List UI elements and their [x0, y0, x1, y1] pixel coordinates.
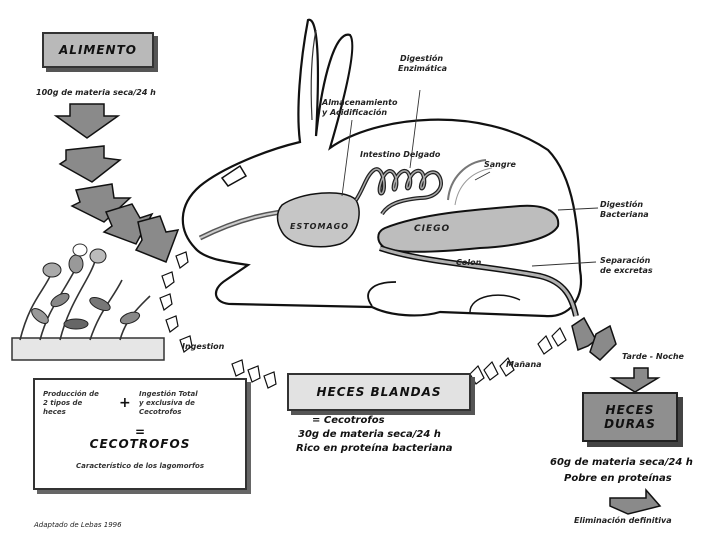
small-arrow-4 — [166, 316, 178, 332]
intestine-label: Intestino Delgado — [360, 150, 440, 160]
storage-label-2: y Acidificación — [322, 108, 387, 118]
heces-blandas-line2: 30g de materia seca/24 h — [298, 428, 441, 441]
small-arrow-13 — [552, 328, 566, 346]
arrow-down-5 — [136, 216, 178, 262]
separation-label-2: de excretas — [600, 266, 653, 276]
arrow-down-duras — [612, 368, 658, 392]
right-line-2: y exclusiva de — [139, 399, 239, 408]
small-arrow-7 — [248, 366, 260, 382]
cecotrofos-title: CECOTROFOS — [35, 440, 245, 449]
small-arrow-2 — [162, 272, 174, 288]
stomach-label: ESTOMAGO — [290, 222, 349, 232]
cecotrofos-right-text: Ingestión Total y exclusiva de Cecotrofo… — [139, 390, 239, 417]
separation-label-1: Separación — [600, 256, 650, 266]
heces-duras-title1: HECES — [606, 403, 655, 417]
enzymatic-label-1: Digestión — [400, 54, 443, 64]
alimento-box: ALIMENTO — [42, 32, 154, 68]
heces-duras-title2: DURAS — [604, 417, 656, 431]
elimination-label: Eliminación definitiva — [574, 516, 672, 526]
small-arrow-3 — [160, 294, 172, 310]
right-line-1: Ingestión Total — [139, 390, 239, 399]
arrow-down-2 — [60, 146, 120, 182]
cecum-label: CIEGO — [414, 224, 450, 234]
small-arrow-1 — [176, 252, 188, 268]
credit-label: Adaptado de Lebas 1996 — [34, 520, 122, 530]
bacterial-label-2: Bacteriana — [600, 210, 649, 220]
alimento-intake: 100g de materia seca/24 h — [36, 88, 156, 98]
plus-sign: + — [119, 396, 131, 410]
small-arrow-9 — [470, 366, 484, 384]
heces-duras-line1: 60g de materia seca/24 h — [550, 456, 693, 469]
food-plants — [12, 244, 164, 360]
stomach-shape — [278, 193, 360, 247]
blood-label: Sangre — [484, 160, 516, 170]
enzymatic-label-2: Enzimática — [398, 64, 447, 74]
small-arrow-12 — [538, 336, 552, 354]
heces-duras-line2: Pobre en proteínas — [564, 472, 672, 485]
cecotrofos-subtitle: Característico de los lagomorfos — [35, 462, 245, 471]
arrow-down-elim — [610, 490, 660, 514]
arrow-right-duras-2 — [590, 326, 616, 360]
left-line-2: 2 tipos de — [43, 399, 113, 408]
cecotrofos-left-text: Producción de 2 tipos de heces — [43, 390, 113, 417]
bacterial-label-1: Digestión — [600, 200, 643, 210]
left-line-1: Producción de — [43, 390, 113, 399]
ingestion-label: Ingestion — [182, 342, 224, 352]
alimento-title: ALIMENTO — [59, 43, 137, 57]
left-line-3: heces — [43, 408, 113, 417]
heces-blandas-line3: Rico en proteína bacteriana — [296, 442, 452, 455]
heces-blandas-title: HECES BLANDAS — [316, 385, 441, 399]
storage-label-1: Almacenamiento — [322, 98, 397, 108]
heces-blandas-line1: = Cecotrofos — [312, 414, 385, 427]
right-line-3: Cecotrofos — [139, 408, 239, 417]
cecotrofos-box: Producción de 2 tipos de heces + Ingesti… — [33, 378, 247, 490]
small-arrow-6 — [232, 360, 244, 376]
small-arrow-10 — [484, 362, 498, 380]
heces-blandas-box: HECES BLANDAS — [287, 373, 471, 411]
small-arrow-8 — [264, 372, 276, 388]
arrow-down-1 — [56, 104, 118, 138]
evening-label: Tarde - Noche — [622, 352, 684, 362]
heces-duras-box: HECES DURAS — [582, 392, 678, 442]
morning-label: Mañana — [506, 360, 542, 370]
colon-label: Colon — [456, 258, 481, 268]
